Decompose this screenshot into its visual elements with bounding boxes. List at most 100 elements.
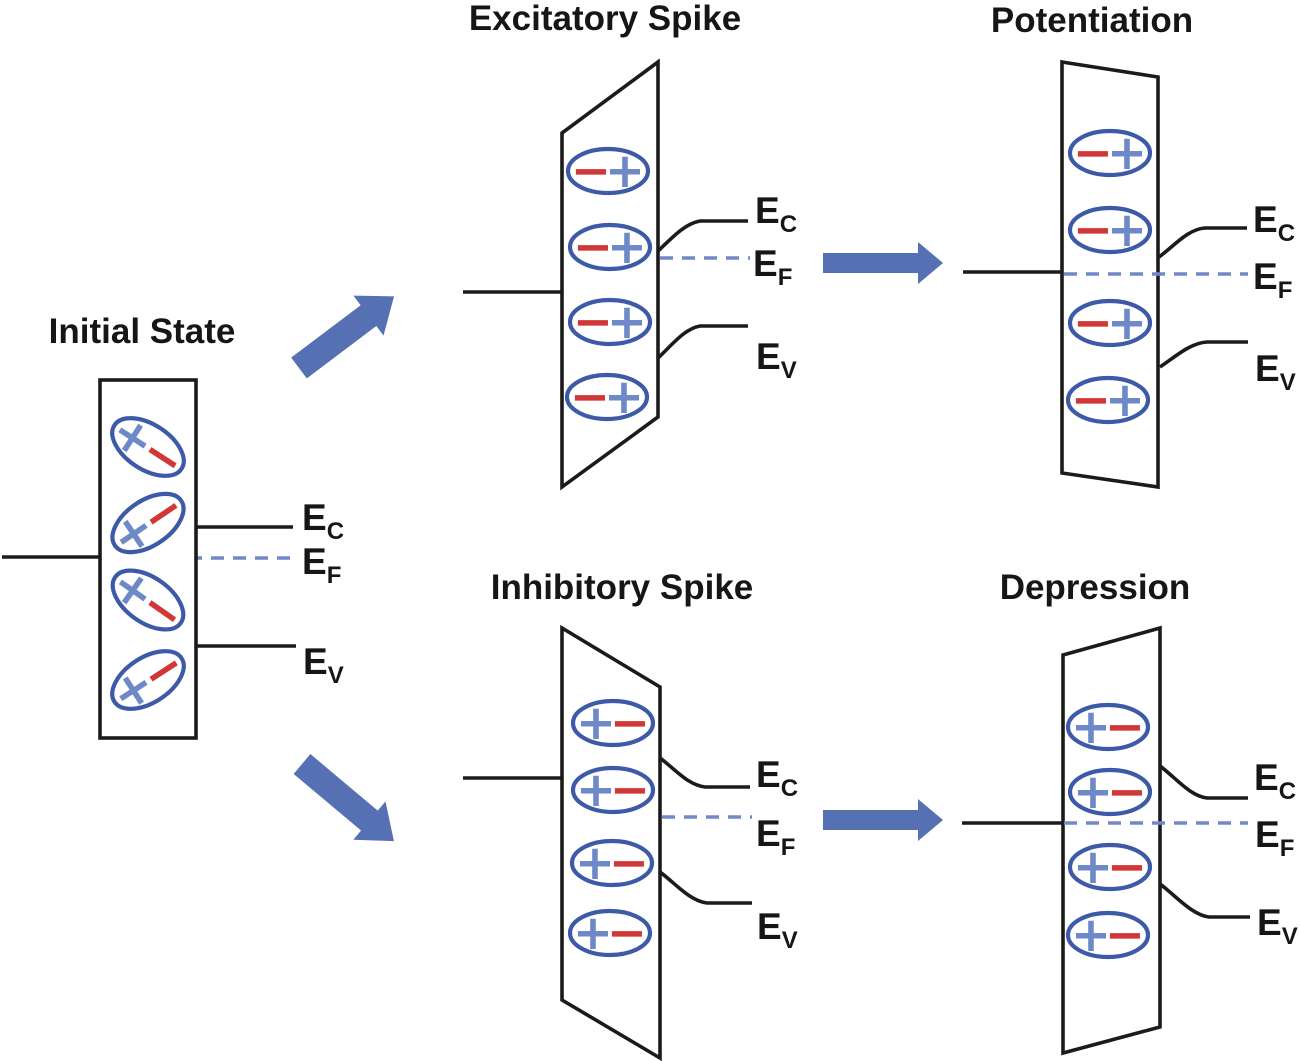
plus-symbol: +	[1105, 372, 1145, 428]
plus-symbol: +	[607, 219, 647, 275]
dipole-ellipse	[1067, 767, 1153, 817]
minus-symbol: −	[570, 369, 610, 425]
fermi-level-label: EF	[1255, 814, 1294, 862]
dipole-ellipse	[110, 491, 186, 555]
fermi-level-label: EF	[302, 541, 341, 589]
plus-symbol: +	[1107, 202, 1147, 258]
dipole-ellipse-group: + −	[570, 762, 656, 818]
dipole-ellipse	[1065, 910, 1151, 960]
valence-band-line	[1159, 340, 1248, 369]
dipole-ellipse-group: + −	[1065, 699, 1151, 755]
minus-symbol: −	[1105, 699, 1145, 755]
dipole-ellipse	[1065, 375, 1151, 425]
dipole-ellipse	[110, 649, 186, 711]
dipole-ellipse-group: + −	[1065, 907, 1151, 963]
arrow-down-right-icon	[293, 754, 394, 842]
valence-band-line	[656, 324, 748, 360]
panel-title: Initial State	[49, 312, 236, 351]
dipole-ellipse-group: + −	[570, 695, 656, 751]
valence-band-label: EV	[757, 906, 798, 954]
valence-band-line	[658, 870, 752, 905]
plus-symbol: +	[1071, 907, 1111, 963]
plus-symbol: +	[573, 905, 613, 961]
dipole-ellipse	[110, 416, 186, 478]
dipole-ellipse-group: − +	[1065, 372, 1151, 428]
dipole-ellipse	[565, 146, 651, 196]
plus-symbol: +	[1107, 295, 1147, 351]
conduction-band-line	[1158, 764, 1248, 800]
plus-symbol: +	[605, 143, 645, 199]
conduction-band-label: EC	[1253, 199, 1295, 247]
plus-symbol: +	[575, 835, 615, 891]
plus-symbol: +	[576, 762, 616, 818]
dipole-ellipse-group: − +	[1067, 295, 1153, 351]
dipole-ellipse	[1067, 298, 1153, 348]
arrow-up-right-icon	[291, 295, 395, 379]
panel-title: Excitatory Spike	[469, 0, 741, 38]
panel-title: Depression	[1000, 568, 1191, 607]
semiconductor-outline	[1061, 625, 1162, 1056]
arrow-right-icon	[823, 242, 943, 284]
plus-symbol: +	[1073, 839, 1113, 895]
valence-band-label: EV	[756, 336, 797, 384]
plus-symbol: +	[1073, 764, 1113, 820]
valence-band-label: EV	[1257, 902, 1298, 950]
dipole-ellipse-group: − +	[1067, 125, 1153, 181]
minus-symbol: −	[573, 294, 613, 350]
panel-initial: Initial State + − + − + − + − EC EF EV	[2, 312, 344, 740]
minus-symbol: −	[1107, 839, 1147, 895]
valence-band-line	[1158, 882, 1250, 919]
minus-symbol: −	[1073, 125, 1113, 181]
conduction-band-label: EC	[756, 754, 798, 802]
dipole-ellipse	[110, 568, 186, 632]
dipole-ellipse	[567, 222, 653, 272]
dipole-ellipse	[570, 698, 656, 748]
plus-symbol: +	[1071, 699, 1111, 755]
minus-symbol: −	[610, 695, 650, 751]
minus-symbol: −	[610, 762, 650, 818]
minus-symbol: −	[1073, 202, 1113, 258]
dipole-ellipse-group: + −	[1067, 764, 1153, 820]
minus-symbol: −	[573, 219, 613, 275]
dipole-ellipse	[1067, 128, 1153, 178]
fermi-level-label: EF	[756, 813, 795, 861]
dipole-ellipse	[1065, 702, 1151, 752]
plus-symbol: +	[576, 695, 616, 751]
dipole-ellipse-group: − +	[567, 294, 653, 350]
dipole-ellipse-group: − +	[1067, 202, 1153, 258]
conduction-band-line	[658, 756, 750, 789]
dipole-ellipse	[570, 765, 656, 815]
panel-inhibitory: Inhibitory Spike + − + − + − + − EC EF E…	[463, 568, 798, 1061]
plus-symbol: +	[604, 369, 644, 425]
panel-depression: Depression + − + − + − + − EC EF EV	[962, 568, 1298, 1056]
fermi-level-label: EF	[1253, 256, 1292, 304]
dipole-ellipse	[569, 838, 655, 888]
conduction-band-label: EC	[1254, 757, 1296, 805]
plus-symbol: +	[607, 294, 647, 350]
conduction-band-line	[1157, 226, 1247, 259]
valence-band-label: EV	[1255, 348, 1296, 396]
minus-symbol: −	[1107, 764, 1147, 820]
dipole-ellipse	[567, 297, 653, 347]
dipole-ellipse-group: + −	[567, 905, 653, 961]
minus-symbol: −	[607, 905, 647, 961]
fermi-level-label: EF	[753, 243, 792, 291]
minus-symbol: −	[609, 835, 649, 891]
conduction-band-label: EC	[755, 190, 797, 238]
dipole-ellipse	[1067, 205, 1153, 255]
panel-potentiation: Potentiation − + − + − + − + EC EF EV	[963, 1, 1296, 490]
panel-title: Potentiation	[991, 1, 1193, 40]
panel-title: Inhibitory Spike	[491, 568, 754, 607]
dipole-ellipse-group: + −	[1067, 839, 1153, 895]
panel-excitatory: Excitatory Spike − + − + − + − + EC EF E…	[463, 0, 797, 491]
dipole-ellipse-group: − +	[564, 369, 650, 425]
minus-symbol: −	[571, 143, 611, 199]
plus-symbol: +	[1107, 125, 1147, 181]
minus-symbol: −	[1071, 372, 1111, 428]
dipole-ellipse	[564, 372, 650, 422]
dipole-ellipse-group: + −	[569, 835, 655, 891]
dipole-ellipse-group: − +	[565, 143, 651, 199]
arrow-right-icon	[823, 799, 943, 841]
minus-symbol: −	[1105, 907, 1145, 963]
